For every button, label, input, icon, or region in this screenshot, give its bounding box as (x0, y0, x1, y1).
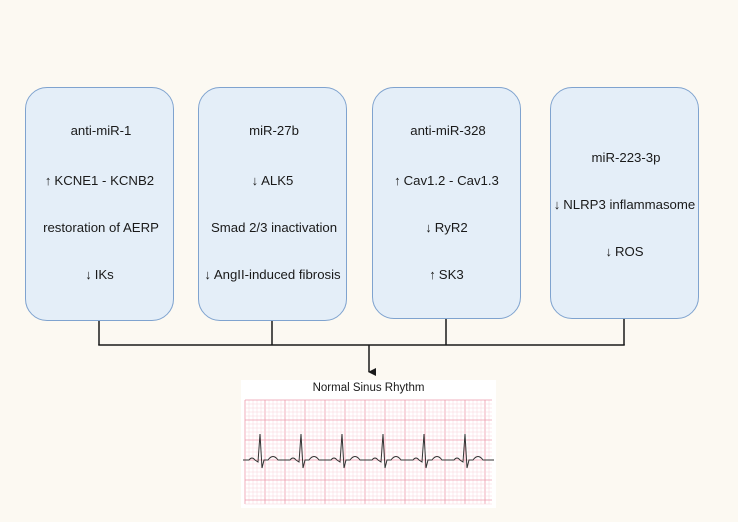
pathway-box-mir-223-3p: miR-223-3p ↓NLRP3 inflammasome ↓ROS (550, 87, 699, 319)
pathway-3-item-2: ↑Cav1.2 - Cav1.3 (394, 173, 499, 188)
pathway-box-anti-mir-328: anti-miR-328 ↑Cav1.2 - Cav1.3 ↓RyR2 ↑SK3 (372, 87, 521, 319)
pathway-1-item-1: anti-miR-1 (70, 123, 132, 138)
up-arrow-icon: ↑ (44, 173, 52, 188)
down-arrow-icon: ↓ (204, 267, 211, 282)
up-arrow-icon: ↑ (394, 173, 401, 188)
pathway-1-item-2: ↑KCNE1 - KCNB2 (44, 173, 155, 188)
pathway-box-anti-mir-1: anti-miR-1 ↑KCNE1 - KCNB2 restoration of… (25, 87, 174, 321)
down-arrow-icon: ↓ (85, 267, 92, 282)
pathway-2-item-3: Smad 2/3 inactivation (210, 220, 338, 235)
down-arrow-icon: ↓ (605, 244, 612, 259)
down-arrow-icon: ↓ (251, 173, 259, 188)
pathway-3-item-3: ↓RyR2 (425, 220, 468, 235)
pathway-3-item-4: ↑SK3 (429, 267, 464, 282)
pathway-4-item-2: ↓NLRP3 inflammasome (553, 197, 696, 212)
pathway-1-item-4: ↓IKs (85, 267, 114, 282)
pathway-2-item-2: ↓ALK5 (251, 173, 294, 188)
pathway-2-item-1: miR-27b (249, 123, 299, 138)
down-arrow-icon: ↓ (425, 220, 432, 235)
pathway-4-item-3: ↓ROS (605, 244, 644, 259)
down-arrow-icon: ↓ (553, 197, 561, 212)
ecg-title: Normal Sinus Rhythm (312, 382, 425, 394)
pathway-3-item-1: anti-miR-328 (410, 123, 486, 138)
ecg-panel: Normal Sinus Rhythm (241, 380, 496, 508)
pathway-4-item-1: miR-223-3p (591, 150, 661, 165)
ecg-trace-icon (243, 399, 494, 505)
up-arrow-icon: ↑ (429, 267, 436, 282)
pathway-box-mir-27b: miR-27b ↓ALK5 Smad 2/3 inactivation ↓Ang… (198, 87, 347, 321)
pathway-2-item-4: ↓AngII-induced fibrosis (204, 267, 341, 282)
pathway-1-item-3: restoration of AERP (43, 220, 159, 235)
